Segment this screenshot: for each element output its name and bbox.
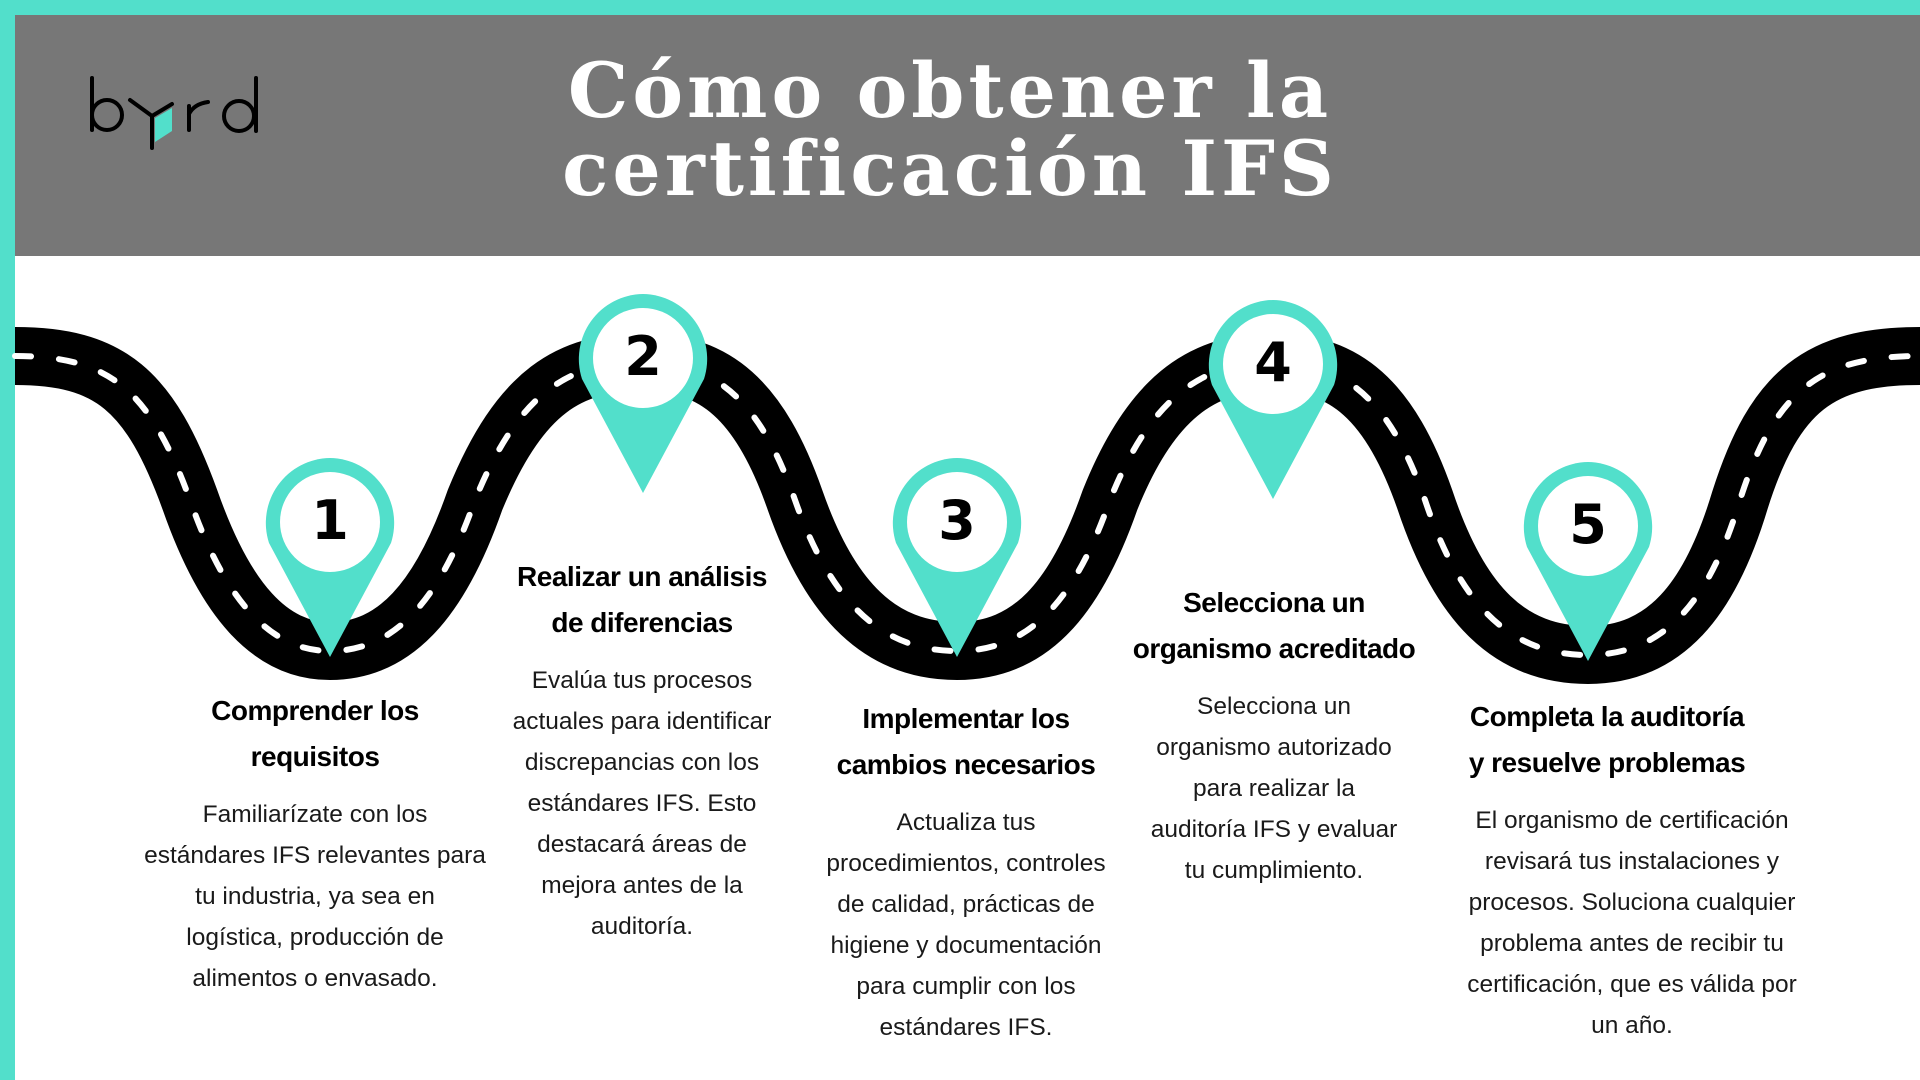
step-3-number: 3 xyxy=(938,489,976,552)
body-line: auditoría IFS y evaluar xyxy=(1150,816,1398,843)
step-5-title-line-2: y resuelve problemas xyxy=(1468,747,1746,778)
step-2-title-line-1: Realizar un análisis xyxy=(517,561,767,592)
body-line: organismo autorizado xyxy=(1156,734,1392,761)
top-accent-bar xyxy=(0,0,1920,15)
step-3-pin: 3 xyxy=(892,458,1022,658)
body-line: alimentos o envasado. xyxy=(192,965,438,992)
body-line: revisará tus instalaciones y xyxy=(1484,848,1780,875)
step-5-description: El organismo de certificación revisará t… xyxy=(1440,800,1824,1046)
left-accent-bar xyxy=(0,0,15,1080)
step-1-pin: 1 xyxy=(265,458,395,658)
step-1-number: 1 xyxy=(311,489,349,552)
step-2-pin: 2 xyxy=(578,294,708,494)
step-5-number: 5 xyxy=(1569,493,1607,556)
body-line: auditoría. xyxy=(590,913,694,940)
body-line: logística, producción de xyxy=(186,924,444,951)
map-pin-icon xyxy=(1208,300,1338,499)
body-line: tu industria, ya sea en xyxy=(195,883,435,910)
body-line: procesos. Soluciona cualquier xyxy=(1468,889,1796,916)
map-pin-icon xyxy=(578,294,708,493)
body-line: estándares IFS. xyxy=(879,1014,1053,1041)
body-line: higiene y documentación xyxy=(830,932,1102,959)
step-1-title: Comprender los requisitos xyxy=(130,688,500,780)
title-line-1: Cómo obtener la xyxy=(567,46,1333,135)
body-line: un año. xyxy=(1591,1012,1673,1039)
body-line: destacará áreas de xyxy=(537,831,747,858)
step-2-description: Evalúa tus procesos actuales para identi… xyxy=(482,660,802,947)
page-title: Cómo obtener la certificación IFS xyxy=(440,52,1460,208)
step-3-block: Implementar los cambios necesarios Actua… xyxy=(800,696,1132,1048)
step-2-number: 2 xyxy=(624,325,662,388)
step-4-pin: 4 xyxy=(1208,300,1338,500)
step-3-title-line-2: cambios necesarios xyxy=(836,749,1096,780)
body-line: problema antes de recibir tu xyxy=(1480,930,1784,957)
step-4-title-line-2: organismo acreditado xyxy=(1132,633,1416,664)
step-5-block: Completa la auditoría y resuelve problem… xyxy=(1440,694,1824,1046)
body-line: Actualiza tus xyxy=(896,809,1036,836)
body-line: Familiarízate con los xyxy=(202,801,428,828)
step-1-description: Familiarízate con los estándares IFS rel… xyxy=(130,794,500,999)
map-pin-icon xyxy=(265,458,395,657)
header-banner xyxy=(15,15,1920,256)
step-4-block: Selecciona un organismo acreditado Selec… xyxy=(1108,580,1440,891)
body-line: actuales para identificar xyxy=(512,708,772,735)
step-1-title-line-2: requisitos xyxy=(250,741,380,772)
body-line: estándares IFS. Esto xyxy=(527,790,757,817)
step-3-title: Implementar los cambios necesarios xyxy=(800,696,1132,788)
map-pin-icon xyxy=(892,458,1022,657)
step-5-title: Completa la auditoría y resuelve problem… xyxy=(1440,694,1774,786)
step-5-title-line-1: Completa la auditoría xyxy=(1469,701,1745,732)
body-line: estándares IFS relevantes para xyxy=(144,842,486,869)
step-4-description: Selecciona un organismo autorizado para … xyxy=(1108,686,1440,891)
step-3-description: Actualiza tus procedimientos, controles … xyxy=(800,802,1132,1048)
body-line: para cumplir con los xyxy=(856,973,1076,1000)
step-4-title: Selecciona un organismo acreditado xyxy=(1108,580,1440,672)
step-3-title-line-1: Implementar los xyxy=(862,703,1070,734)
body-line: Selecciona un xyxy=(1197,693,1351,720)
byrd-logo-icon: byrd xyxy=(90,76,258,150)
step-4-number: 4 xyxy=(1254,331,1292,394)
step-2-title-line-2: de diferencias xyxy=(551,607,733,638)
body-line: El organismo de certificación xyxy=(1475,807,1789,834)
step-4-title-line-1: Selecciona un xyxy=(1183,587,1365,618)
body-line: discrepancias con los xyxy=(524,749,760,776)
step-1-title-line-1: Comprender los xyxy=(211,695,419,726)
body-line: de calidad, prácticas de xyxy=(837,891,1095,918)
body-line: para realizar la xyxy=(1192,775,1356,802)
step-2-title: Realizar un análisis de diferencias xyxy=(482,554,802,646)
body-line: tu cumplimiento. xyxy=(1184,857,1364,884)
body-line: procedimientos, controles xyxy=(826,850,1106,877)
step-2-block: Realizar un análisis de diferencias Eval… xyxy=(482,554,802,947)
body-line: certificación, que es válida por xyxy=(1467,971,1797,998)
step-1-block: Comprender los requisitos Familiarízate … xyxy=(130,688,500,999)
body-line: Evalúa tus procesos xyxy=(531,667,753,694)
map-pin-icon xyxy=(1523,462,1653,661)
body-line: mejora antes de la xyxy=(541,872,743,899)
title-line-2: certificación IFS xyxy=(562,124,1338,213)
step-5-pin: 5 xyxy=(1523,462,1653,662)
